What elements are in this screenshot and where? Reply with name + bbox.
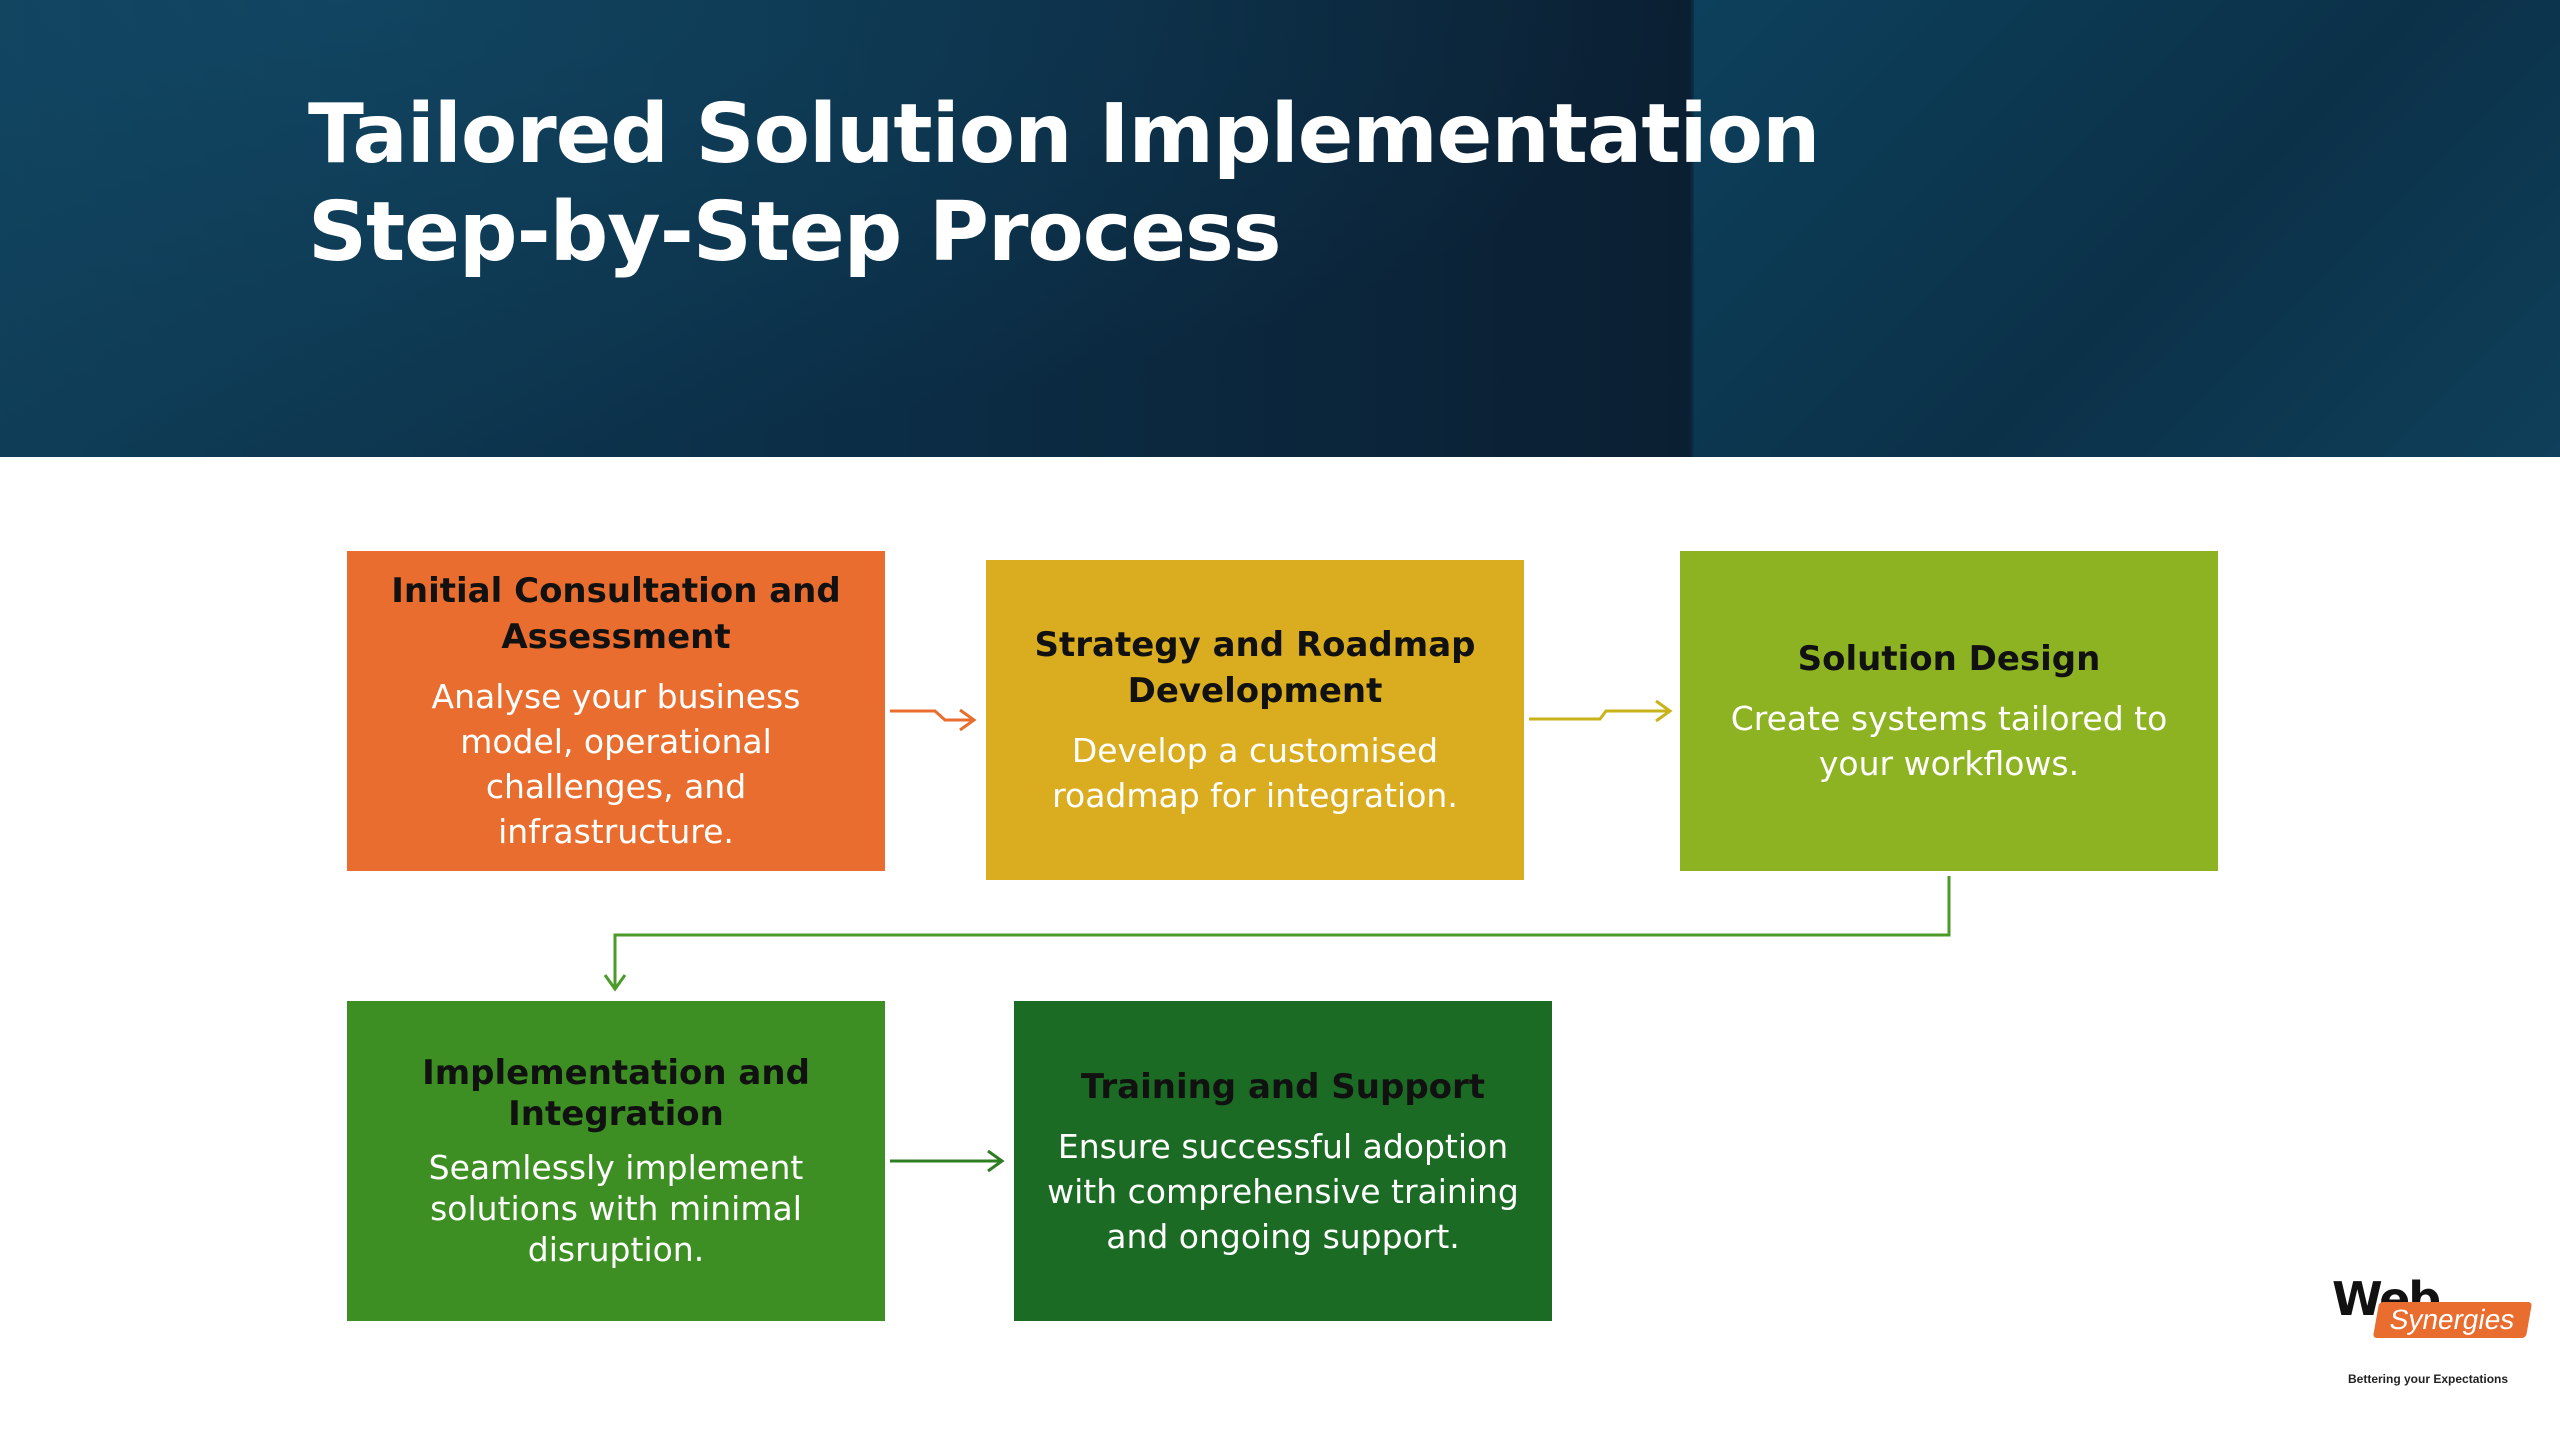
step-implementation-integration: Implementation and Integration Seamlessl… — [347, 1001, 885, 1321]
title-line-1: Tailored Solution Implementation — [308, 87, 1820, 182]
step-initial-consultation: Initial Consultation and Assessment Anal… — [347, 551, 885, 871]
arrow-3-to-4 — [613, 876, 1951, 987]
step-description: Ensure successful adoption with comprehe… — [1047, 1126, 1519, 1256]
logo-tagline: Bettering your Expectations — [2348, 1372, 2509, 1386]
arrowhead-4-to-5 — [987, 1149, 1005, 1173]
step-description: Analyse your business model, operational… — [431, 677, 801, 851]
arrowhead-1-to-2 — [959, 708, 977, 732]
step-training-support: Training and Support Ensure successful a… — [1014, 1001, 1552, 1321]
step-title: Initial Consultation and Assessment — [391, 571, 841, 657]
step-solution-design: Solution Design Create systems tailored … — [1680, 551, 2218, 871]
header-banner: Tailored Solution Implementation Step-by… — [0, 0, 2560, 457]
arrow-1-to-2 — [890, 709, 972, 722]
arrowhead-3-to-4 — [603, 974, 627, 992]
step-description: Develop a customised roadmap for integra… — [1052, 731, 1458, 815]
logo-name-part2: Synergies — [2372, 1302, 2532, 1338]
step-title: Strategy and Roadmap Development — [1034, 625, 1476, 711]
step-title: Solution Design — [1797, 639, 2101, 679]
step-title: Implementation and Integration — [422, 1052, 810, 1134]
arrowhead-2-to-3 — [1655, 699, 1673, 723]
page-title: Tailored Solution Implementation Step-by… — [308, 86, 1820, 282]
step-description: Create systems tailored to your workflow… — [1730, 699, 2168, 783]
header-shade — [0, 0, 1694, 457]
step-strategy-roadmap: Strategy and Roadmap Development Develop… — [986, 560, 1524, 880]
header-right-panel — [1694, 0, 2560, 457]
step-description: Seamlessly implement solutions with mini… — [428, 1147, 804, 1269]
title-line-2: Step-by-Step Process — [308, 185, 1282, 280]
step-title: Training and Support — [1080, 1066, 1486, 1107]
arrow-2-to-3 — [1529, 709, 1668, 721]
company-logo: Web Synergies Bettering your Expectation… — [2320, 1274, 2540, 1394]
